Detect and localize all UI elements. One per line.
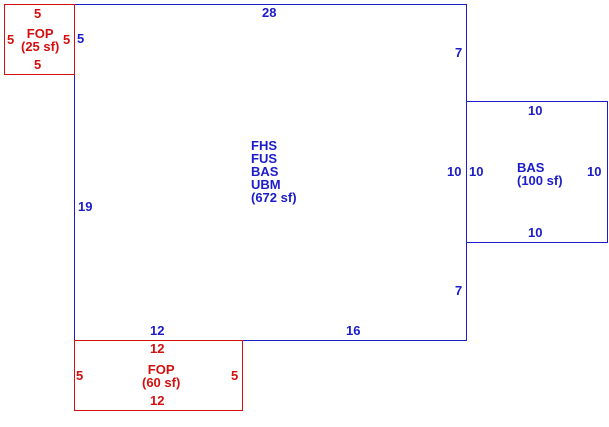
porch-top-dim-bottom: 5 xyxy=(34,57,42,72)
bas-area-code: BAS xyxy=(517,160,545,175)
porch-bottom-label: FOP (60 sf) xyxy=(142,363,180,389)
main-area-code-4: UBM xyxy=(251,177,281,192)
porch-top-dim-right: 5 xyxy=(63,32,71,47)
porch-bottom-dim-top: 12 xyxy=(150,341,165,356)
porch-bottom-sqft: (60 sf) xyxy=(142,375,181,390)
porch-bottom-dim-bottom: 12 xyxy=(150,393,165,408)
main-area-code-3: BAS xyxy=(251,164,279,179)
main-area-label: FHS FUS BAS UBM (672 sf) xyxy=(251,139,297,204)
main-dim-right-upper: 7 xyxy=(455,45,463,60)
main-dim-left: 19 xyxy=(78,199,93,214)
porch-top-label: FOP (25 sf) xyxy=(21,27,59,53)
main-dim-left-top: 5 xyxy=(77,31,85,46)
porch-bottom-outline xyxy=(74,340,243,411)
main-dim-right-mid: 10 xyxy=(447,164,462,179)
main-dim-bottom-right: 16 xyxy=(346,323,361,338)
main-dim-top: 28 xyxy=(262,5,277,20)
main-area-code-2: FUS xyxy=(251,151,277,166)
bas-area-outline xyxy=(466,101,608,243)
porch-bottom-dim-left: 5 xyxy=(76,368,84,383)
bas-dim-left: 10 xyxy=(469,164,484,179)
bas-dim-right: 10 xyxy=(587,164,602,179)
porch-top-code: FOP xyxy=(26,26,54,41)
main-dim-right-lower: 7 xyxy=(455,283,463,298)
bas-area-label: BAS (100 sf) xyxy=(517,161,563,187)
porch-top-dim-top: 5 xyxy=(34,6,42,21)
main-dim-bottom-left: 12 xyxy=(150,323,165,338)
porch-bottom-dim-right: 5 xyxy=(231,368,239,383)
main-area-code-1: FHS xyxy=(251,138,277,153)
porch-top-outline xyxy=(4,4,75,75)
main-area-sqft: (672 sf) xyxy=(251,190,297,205)
porch-top-sqft: (25 sf) xyxy=(21,39,60,54)
bas-dim-bottom: 10 xyxy=(528,225,543,240)
porch-bottom-code: FOP xyxy=(147,362,175,377)
bas-area-sqft: (100 sf) xyxy=(517,173,563,188)
porch-top-dim-left: 5 xyxy=(7,32,15,47)
bas-dim-top: 10 xyxy=(528,103,543,118)
